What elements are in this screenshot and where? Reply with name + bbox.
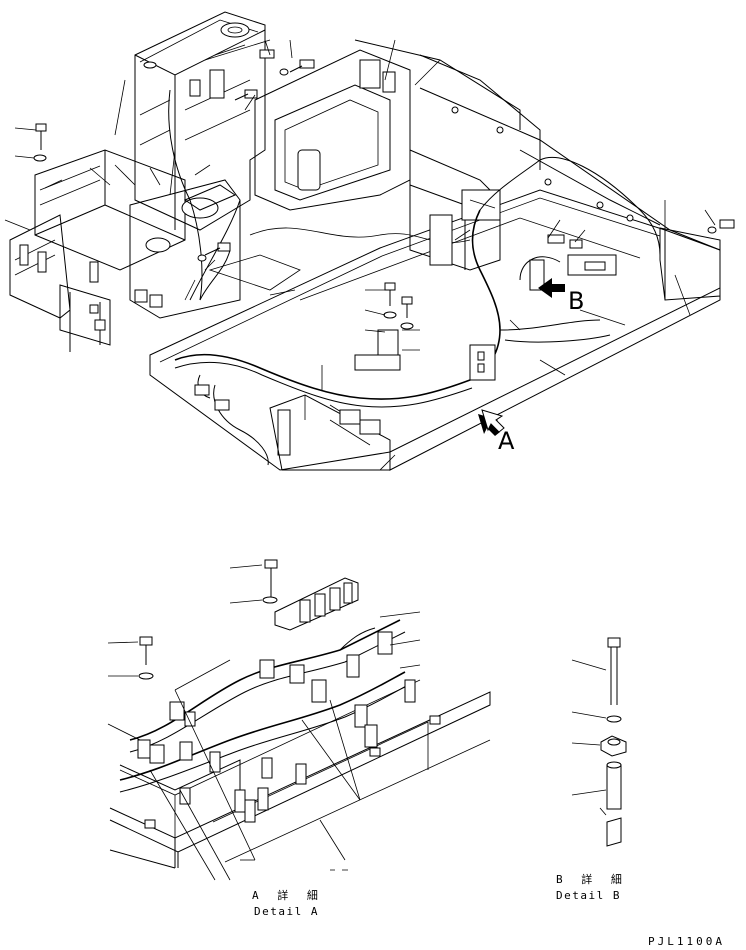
drawing-number: PJL1100A [648,935,725,948]
wiring-harness-main [168,89,661,471]
detail-a-caption-jp: A 詳 細 [252,889,324,902]
view-arrow-b [538,278,565,298]
view-b-label: B [568,287,585,315]
detail-b-view [571,637,627,847]
view-a-label: A [498,427,515,455]
left-lower-components [9,149,241,352]
detail-a-view [107,559,491,881]
detail-b-caption-en: Detail B [556,889,621,902]
detail-b-caption-jp: B 詳 細 [556,873,628,886]
main-view-fasteners [33,49,735,330]
view-arrow-a [478,409,505,436]
main-assembly-view [4,11,735,471]
center-cab-frame [254,39,541,271]
left-tank-block [134,11,271,231]
detail-a-caption-en: Detail A [254,905,319,918]
main-view-leader-lines [4,39,716,471]
